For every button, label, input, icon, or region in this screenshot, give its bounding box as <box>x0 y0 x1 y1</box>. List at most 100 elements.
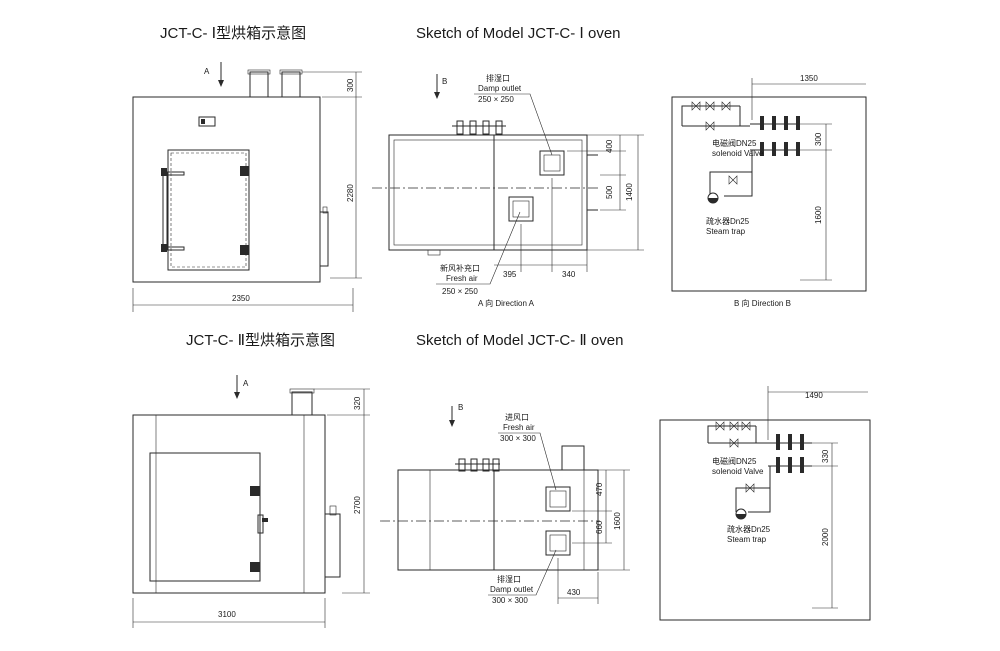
arrow-head-b <box>434 92 440 99</box>
damp-outlet-cn: 排湿口 <box>497 574 521 584</box>
trap-loop <box>735 487 770 512</box>
arrow-label-b: B <box>442 77 447 86</box>
valve-icon <box>741 421 751 431</box>
valve-icon <box>705 121 715 131</box>
handle-knob <box>262 518 268 522</box>
arrow-label-a: A <box>243 379 249 388</box>
oven-door <box>149 452 261 582</box>
caption-direction-b: B 向 Direction B <box>734 298 791 308</box>
fresh-leader <box>436 211 521 285</box>
side-fan-pipe <box>329 505 337 516</box>
valve-icon <box>721 101 731 111</box>
radiator-tube <box>760 142 764 156</box>
oven-top-outline <box>388 134 588 251</box>
dim-300-label: 300 <box>814 132 823 146</box>
dim-500-label: 500 <box>605 185 614 199</box>
fresh-leader <box>498 432 557 491</box>
dim-height-label: 2700 <box>353 496 362 514</box>
dim-660-label: 660 <box>595 520 604 534</box>
title-model2-cn: JCT-C- Ⅱ型烘箱示意图 <box>186 331 335 349</box>
model1-side-view: 1350 电磁阀DN25 solenoid Valve 疏水器Dn25 Stea… <box>671 74 867 308</box>
dim-330-label: 330 <box>821 449 830 463</box>
damp-outlet-cn: 排湿口 <box>486 73 510 83</box>
dim-top-label: 320 <box>353 396 362 410</box>
caption-direction-a: A 向 Direction A <box>478 298 535 308</box>
dim-470-label: 470 <box>595 482 604 496</box>
rack-valve <box>458 458 466 472</box>
dim-400-label: 400 <box>605 139 614 153</box>
valve-icon <box>705 101 715 111</box>
rack-valve <box>456 120 464 135</box>
oven-top-inner <box>429 469 585 571</box>
dim-1490-label: 1490 <box>805 391 823 400</box>
dim-1600-label: 1600 <box>613 512 622 530</box>
rack-valve <box>495 120 503 135</box>
fresh-air-inlet-inner <box>512 200 530 218</box>
model2-front-view: A 3100 320 2700 <box>132 375 370 628</box>
rack-valve <box>482 120 490 135</box>
rack-valve <box>482 458 490 472</box>
trap-loop <box>709 171 752 196</box>
door-handle <box>257 514 264 534</box>
chimney <box>291 391 313 416</box>
model1-top-view: B 排湿口 Damp outlet 250 × 250 新风补充口 Fresh … <box>372 73 644 308</box>
fan-box <box>561 445 585 471</box>
dim-2000-label: 2000 <box>821 528 830 546</box>
rack-valve <box>492 458 500 472</box>
valve-cn: 电磁阀DN25 <box>712 456 757 466</box>
side-panel <box>671 96 867 292</box>
radiator-tube <box>800 434 804 450</box>
damp-outlet-en: Damp outlet <box>478 84 522 93</box>
hinge-top <box>240 166 249 176</box>
radiator-tube <box>788 457 792 473</box>
door-handle <box>162 171 168 251</box>
fresh-air-cn: 进风口 <box>505 413 529 422</box>
damp-leader <box>488 549 557 596</box>
hinge-bottom <box>250 562 260 572</box>
radiator-tube <box>784 116 788 130</box>
chimney-cap <box>289 388 315 394</box>
arrow-head-a <box>234 392 240 399</box>
radiator-tube <box>776 457 780 473</box>
fresh-air-size: 250 × 250 <box>442 287 478 296</box>
damp-outlet-size: 250 × 250 <box>478 95 514 104</box>
hinge-top <box>250 486 260 496</box>
latch-bottom <box>167 246 185 251</box>
model2-side-view: 1490 电磁阀DN25 solenoid Valve 疏水器Dn25 Stea… <box>659 386 871 621</box>
damp-outlet-en: Damp outlet <box>490 585 534 594</box>
dim-1400-label: 1400 <box>625 183 634 201</box>
title-model1-cn: JCT-C- Ⅰ型烘箱示意图 <box>160 24 306 42</box>
damp-outlet-size: 300 × 300 <box>492 596 528 605</box>
valve-icon <box>715 421 725 431</box>
fresh-air-cn: 新风补充口 <box>440 263 480 273</box>
radiator-tube <box>796 142 800 156</box>
radiator-tube <box>796 116 800 130</box>
latch-top <box>167 171 185 176</box>
rack-valve <box>470 458 478 472</box>
valve-icon <box>691 101 701 111</box>
dim-width-label: 3100 <box>218 610 236 619</box>
side-fan-housing <box>319 211 329 267</box>
damp-outlet-inner <box>549 534 567 552</box>
chimney-left-cap <box>247 69 271 75</box>
chimney-right <box>281 71 301 98</box>
handle-bracket-bottom <box>161 244 167 252</box>
fresh-air-inlet-inner <box>549 490 567 508</box>
control-switch <box>201 119 205 124</box>
dim-340-label: 340 <box>562 270 576 279</box>
fresh-air-en: Fresh air <box>503 423 535 432</box>
radiator-tube <box>784 142 788 156</box>
valve-icon <box>729 438 739 448</box>
valve-cn: 电磁阀DN25 <box>712 138 757 148</box>
oven-body <box>132 414 326 594</box>
radiator-tube <box>772 116 776 130</box>
oven-top-inner <box>393 139 583 246</box>
fresh-air-size: 300 × 300 <box>500 434 536 443</box>
title-model2-en: Sketch of Model JCT-C- Ⅱ oven <box>416 332 623 349</box>
trap-cn: 疏水器Dn25 <box>706 216 750 226</box>
arrow-label-b: B <box>458 403 463 412</box>
title-model1-en: Sketch of Model JCT-C- Ⅰ oven <box>416 25 621 42</box>
fresh-air-en: Fresh air <box>446 274 478 283</box>
